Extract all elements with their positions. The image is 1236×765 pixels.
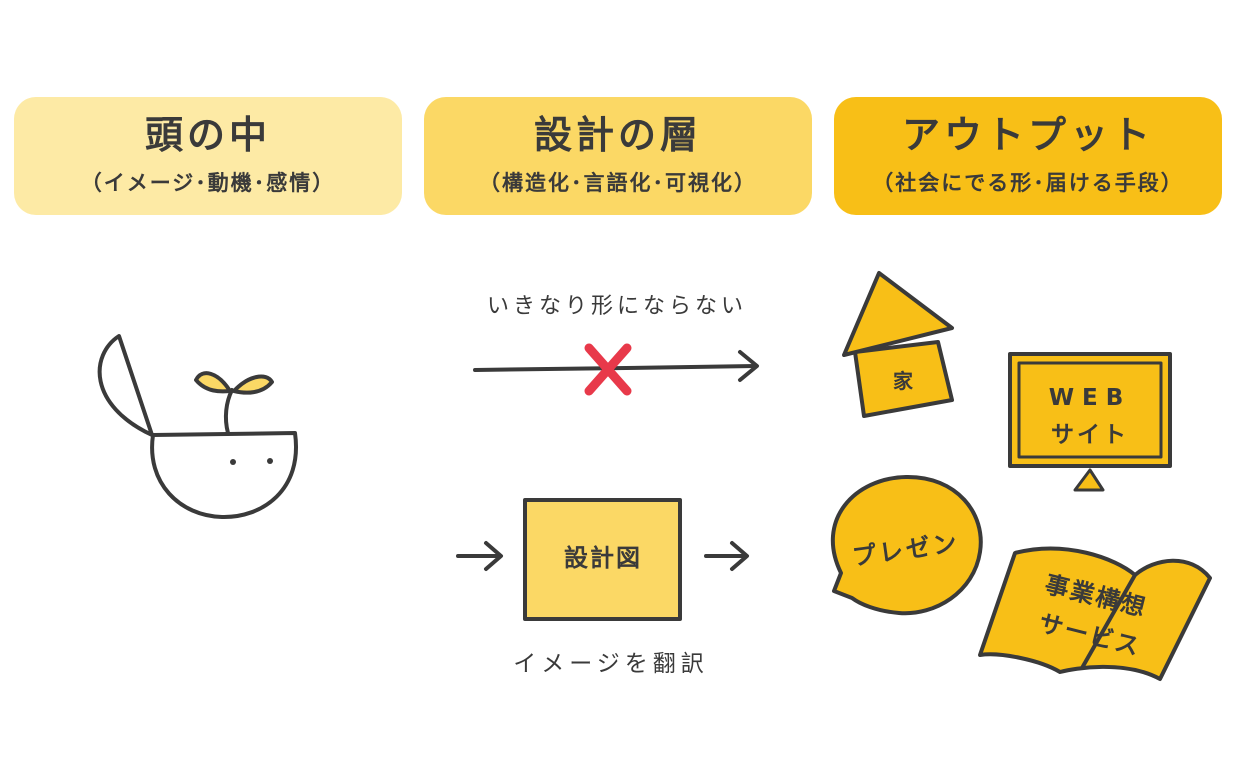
arrow-into-blueprint — [456, 541, 503, 571]
presentation-bubble-icon — [830, 474, 983, 616]
house-label: 家 — [893, 369, 914, 393]
column-subtitle-output: （社会にでる形･届ける手段） — [872, 170, 1184, 195]
cross-icon — [584, 343, 632, 396]
website-label-line1: WEB — [1049, 385, 1132, 411]
top-caption: いきなり形にならない — [487, 294, 747, 319]
house-icon — [842, 271, 954, 418]
website-label-line2: サイト — [1051, 422, 1129, 448]
blueprint-box — [523, 498, 682, 621]
column-title-mind: 頭の中 — [144, 113, 271, 158]
blueprint-label: 設計図 — [564, 544, 642, 572]
column-subtitle-mind: （イメージ･動機･感情） — [80, 170, 336, 195]
bottom-caption: イメージを翻訳 — [513, 651, 709, 677]
header-card-output: アウトプット （社会にでる形･届ける手段） — [834, 97, 1222, 215]
header-card-design: 設計の層 （構造化･言語化･可視化） — [424, 97, 812, 215]
column-subtitle-design: （構造化･言語化･可視化） — [479, 170, 757, 195]
header-card-mind: 頭の中 （イメージ･動機･感情） — [14, 97, 402, 215]
website-monitor-icon — [1008, 352, 1172, 492]
head-sprout-icon — [97, 334, 298, 520]
open-book-icon — [978, 546, 1212, 681]
column-title-output: アウトプット — [901, 113, 1154, 158]
column-title-design: 設計の層 — [533, 113, 702, 158]
arrow-out-of-blueprint — [704, 541, 749, 571]
